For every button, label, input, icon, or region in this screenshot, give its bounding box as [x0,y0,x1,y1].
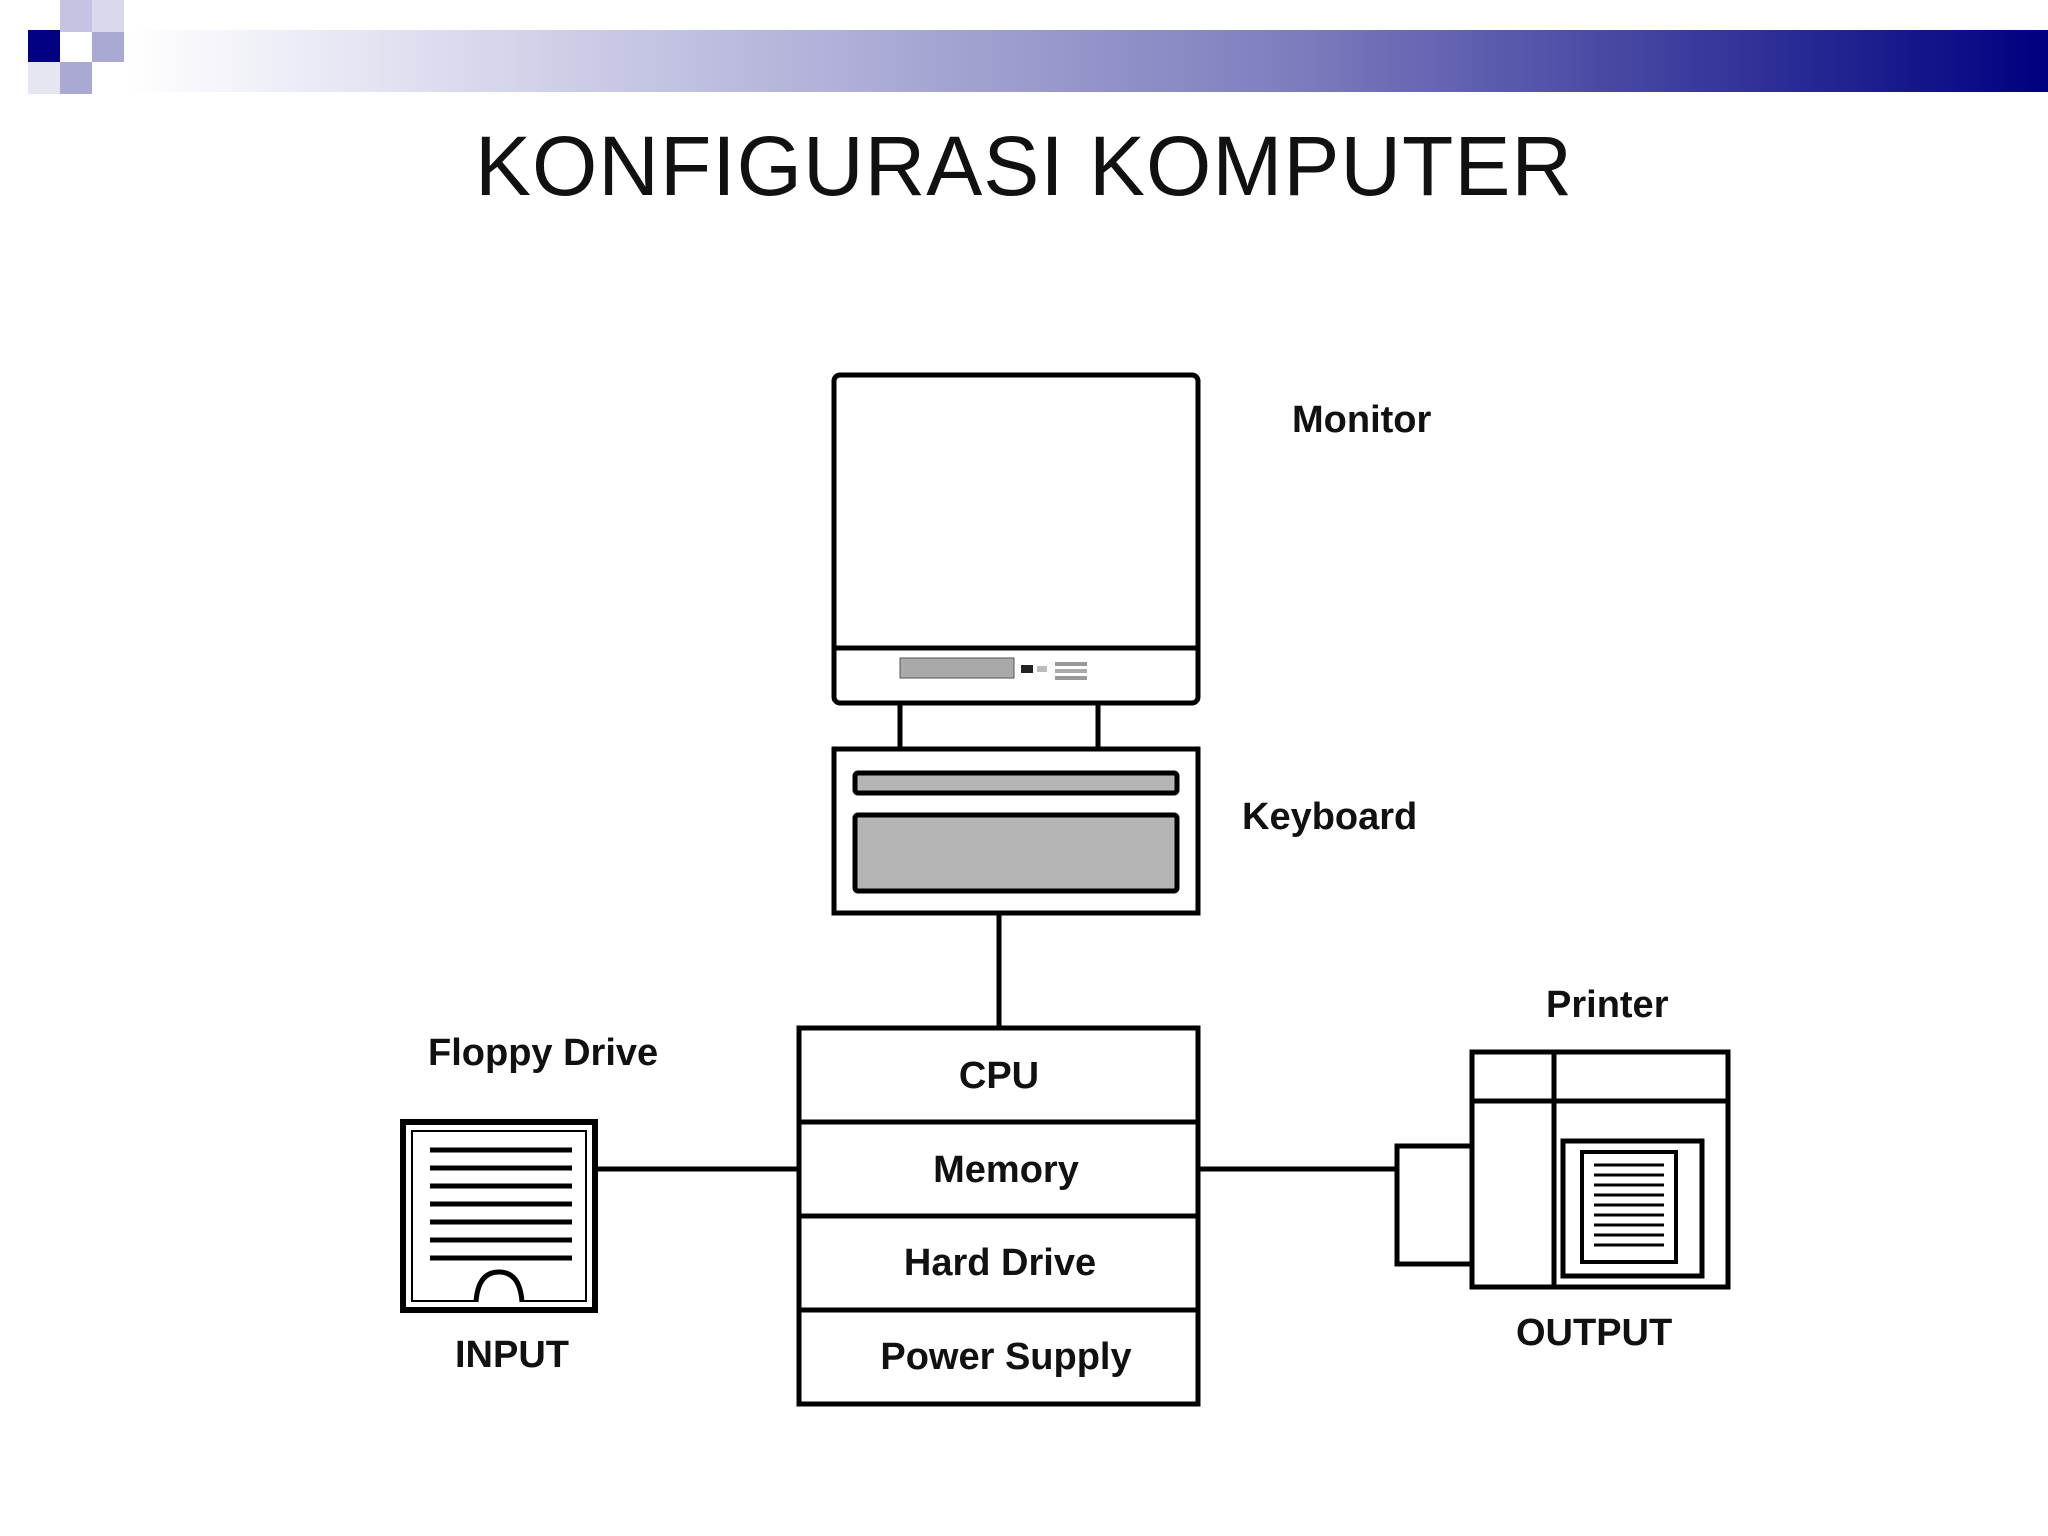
floppy-drive-label: Floppy Drive [428,1032,658,1074]
monitor-controls [899,657,1087,680]
deco-square-light [60,0,92,32]
deco-square-light [60,62,92,94]
keyboard-label: Keyboard [1242,796,1417,838]
input-label: INPUT [455,1334,569,1376]
printer-paper-lines [1594,1163,1664,1247]
floppy-label-lines [430,1147,572,1261]
hard-drive-section-label: Hard Drive [904,1242,1096,1284]
monitor-label: Monitor [1292,399,1432,441]
deco-square-dark [28,30,60,62]
output-label: OUTPUT [1516,1312,1672,1354]
title-gradient-bar [128,30,2048,92]
deco-square-light [92,30,124,62]
printer-label: Printer [1546,984,1669,1026]
cpu-section-label: CPU [959,1055,1039,1097]
page-title: KONFIGURASI KOMPUTER [474,119,1574,213]
deco-square-light [92,0,124,32]
power-supply-section-label: Power Supply [880,1336,1131,1378]
monitor-icon [831,372,1201,706]
floppy-notch [473,1269,525,1303]
deco-square-light [28,62,60,94]
memory-section-label: Memory [933,1149,1079,1191]
